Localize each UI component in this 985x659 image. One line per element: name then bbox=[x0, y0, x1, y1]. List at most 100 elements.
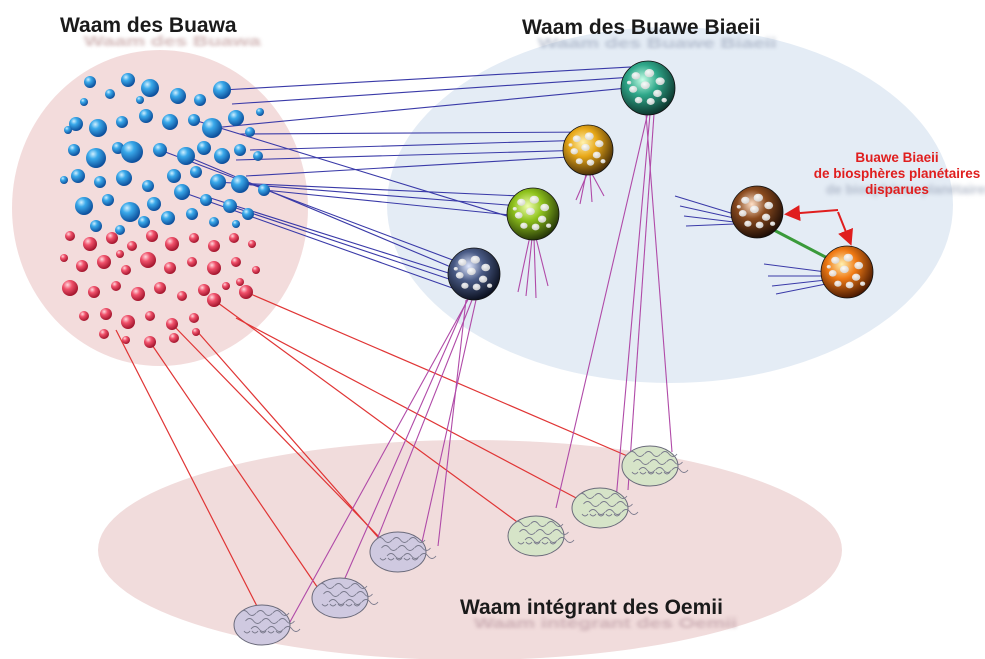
brain-fold bbox=[655, 467, 672, 473]
brain-fold bbox=[610, 493, 628, 499]
sphere-slate bbox=[447, 247, 501, 301]
brain-green-3 bbox=[621, 445, 689, 487]
buawa-region bbox=[12, 50, 308, 366]
brain-fold bbox=[517, 541, 525, 545]
crater bbox=[834, 280, 842, 287]
red-soul-dot bbox=[231, 257, 241, 267]
blue-soul-dot bbox=[102, 194, 114, 206]
purple-stub-link bbox=[579, 173, 587, 205]
purple-link bbox=[645, 113, 673, 453]
brain-fold bbox=[621, 509, 639, 515]
red-soul-dot bbox=[79, 311, 89, 321]
brain-fold bbox=[552, 529, 569, 535]
blue-soul-dot bbox=[210, 174, 226, 190]
oemii-region bbox=[98, 440, 842, 659]
blue-soul-dot bbox=[209, 217, 219, 227]
crater bbox=[453, 267, 458, 271]
crater bbox=[655, 77, 665, 86]
brain-fold bbox=[387, 557, 395, 561]
crater bbox=[514, 211, 523, 219]
green-link bbox=[769, 226, 836, 264]
blue-link bbox=[263, 189, 521, 217]
crater bbox=[661, 97, 667, 103]
brain-fold bbox=[381, 545, 398, 551]
brain-fold bbox=[549, 541, 557, 545]
brain-fold bbox=[256, 610, 273, 616]
crater bbox=[653, 89, 662, 98]
brain-fold bbox=[337, 603, 345, 607]
brain-green-2 bbox=[571, 487, 639, 529]
crater bbox=[546, 223, 552, 228]
red-soul-dot bbox=[127, 241, 137, 251]
brain-body bbox=[571, 487, 629, 529]
crater bbox=[644, 69, 655, 78]
blue-soul-dot bbox=[90, 220, 102, 232]
red-soul-dot bbox=[229, 233, 239, 243]
title-biaeii: Waam des Buawe Biaeii bbox=[522, 16, 761, 39]
blue-soul-dot bbox=[186, 208, 198, 220]
brain-purple-2 bbox=[311, 577, 379, 619]
crater bbox=[839, 265, 849, 274]
brain-fold bbox=[616, 501, 633, 507]
collective-spheres bbox=[447, 60, 874, 301]
red-soul-dot bbox=[164, 262, 176, 274]
purple-link bbox=[555, 111, 649, 509]
blue-soul-dot bbox=[75, 197, 93, 215]
brain-fold bbox=[278, 618, 295, 624]
crater bbox=[531, 223, 540, 231]
red-soul-dot bbox=[116, 250, 124, 258]
red-soul-dot bbox=[83, 237, 97, 251]
blue-stub-link bbox=[685, 223, 735, 227]
crater bbox=[831, 256, 840, 264]
title-biaeii-shadow: Waam des Buawe Biaeii bbox=[538, 35, 777, 52]
purple-link bbox=[417, 299, 477, 561]
crater bbox=[851, 273, 861, 281]
sphere-lime bbox=[506, 187, 560, 241]
brain-body bbox=[369, 531, 427, 573]
brain-fold bbox=[519, 529, 536, 535]
brain-fold bbox=[633, 459, 650, 465]
blue-soul-dot bbox=[138, 216, 150, 228]
blue-soul-dot bbox=[234, 144, 246, 156]
brain-row bbox=[233, 445, 689, 646]
brain-fold bbox=[588, 509, 606, 515]
brain-green-1 bbox=[507, 515, 575, 557]
crater bbox=[584, 132, 594, 141]
crater bbox=[481, 263, 491, 272]
brain-fold bbox=[403, 553, 420, 559]
blue-link bbox=[221, 65, 649, 91]
blue-link bbox=[249, 139, 591, 151]
brain-fold bbox=[361, 599, 379, 605]
blue-stub-link bbox=[674, 195, 735, 215]
soul-cluster bbox=[60, 73, 270, 348]
red-soul-dot bbox=[140, 252, 156, 268]
blue-soul-dot bbox=[232, 220, 240, 228]
brain-fold bbox=[655, 471, 663, 475]
brain-fold bbox=[627, 451, 645, 457]
brain-fold bbox=[329, 603, 337, 607]
crater bbox=[570, 148, 578, 155]
brain-fold bbox=[525, 541, 533, 545]
crater bbox=[640, 81, 650, 90]
crater bbox=[646, 98, 655, 105]
crater bbox=[761, 213, 771, 221]
red-soul-dot bbox=[207, 261, 221, 275]
blue-soul-dot bbox=[68, 144, 80, 156]
annotation-shadow-line: de biosphères planétaires bbox=[826, 182, 985, 197]
blue-stub-link bbox=[679, 205, 735, 219]
crater bbox=[512, 207, 517, 211]
red-soul-dot bbox=[248, 240, 256, 248]
crater bbox=[770, 221, 776, 226]
red-soul-dot bbox=[208, 240, 220, 252]
red-soul-dot bbox=[166, 318, 178, 330]
red-soul-dot bbox=[99, 329, 109, 339]
blue-soul-dot bbox=[188, 114, 200, 126]
blue-soul-dot bbox=[200, 194, 212, 206]
blue-soul-dot bbox=[105, 89, 115, 99]
crater bbox=[845, 281, 854, 289]
crater bbox=[595, 140, 604, 148]
blue-soul-dot bbox=[115, 225, 125, 235]
blue-soul-dot bbox=[121, 141, 143, 163]
purple-link bbox=[337, 297, 469, 595]
